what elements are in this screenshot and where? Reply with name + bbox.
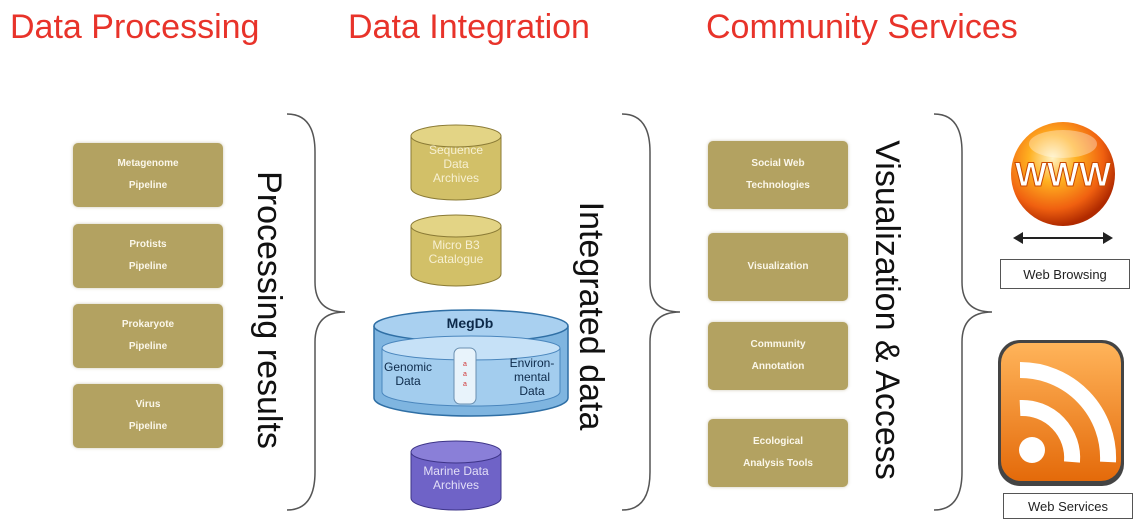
megdb-genomic-label: Genomic Data xyxy=(383,360,433,388)
processing-results-label: Processing results xyxy=(250,171,288,449)
rss-feed-icon xyxy=(998,340,1124,486)
heading-data-processing: Data Processing xyxy=(10,8,260,46)
marine-archive-label: Marine Data Archives xyxy=(423,464,489,492)
service-box-social-web: Social Web Technologies xyxy=(708,141,848,209)
pipeline-box-virus: Virus Pipeline xyxy=(73,384,223,448)
brace-visualization xyxy=(933,113,993,511)
web-services-caption: Web Services xyxy=(1003,493,1133,519)
sequence-archive-label: Sequence Data Archives xyxy=(428,143,484,185)
megdb-environmental-label: Environ- mental Data xyxy=(509,356,555,398)
service-box-visualization: Visualization xyxy=(708,233,848,301)
pipeline-box-protists: Protists Pipeline xyxy=(73,224,223,288)
integrated-data-label: Integrated data xyxy=(572,201,610,431)
megdb-title: MegDb xyxy=(446,315,494,331)
svg-text:a: a xyxy=(463,371,467,378)
service-box-community-annotation: Community Annotation xyxy=(708,322,848,390)
svg-text:a: a xyxy=(463,361,467,368)
marine-archive-cylinder xyxy=(410,440,502,511)
megdb-cylinder: a a a xyxy=(373,309,569,417)
svg-text:a: a xyxy=(463,381,467,388)
brace-processing xyxy=(286,113,346,511)
visualization-access-label: Visualization & Access xyxy=(868,140,906,480)
brace-integration xyxy=(621,113,681,511)
sequence-archive-cylinder xyxy=(410,124,502,201)
microb3-catalogue-label: Micro B3 Catalogue xyxy=(428,238,484,266)
www-globe-icon: WWW xyxy=(1011,122,1115,244)
heading-data-integration: Data Integration xyxy=(348,8,590,46)
web-browsing-caption: Web Browsing xyxy=(1000,259,1130,289)
heading-community-services: Community Services xyxy=(706,8,1018,46)
pipeline-box-metagenome: Metagenome Pipeline xyxy=(73,143,223,207)
svg-text:WWW: WWW xyxy=(1015,156,1112,194)
pipeline-box-prokaryote: Prokaryote Pipeline xyxy=(73,304,223,368)
service-box-ecological-tools: Ecological Analysis Tools xyxy=(708,419,848,487)
microb3-catalogue-cylinder xyxy=(410,214,502,287)
